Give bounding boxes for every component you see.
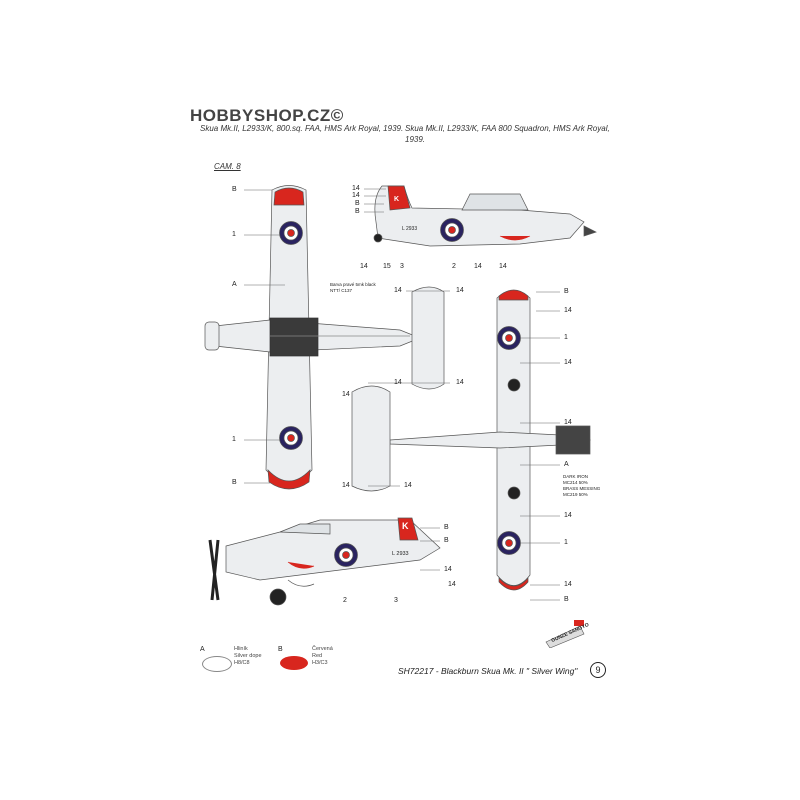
callout-14-3q: 14 (444, 566, 452, 573)
caption-right-line2: 1939. (405, 135, 426, 144)
legend-A-swatch (202, 656, 232, 672)
callout-1-bottom-a: 1 (564, 334, 568, 341)
code-letter-K-3q: K (402, 521, 409, 531)
callout-14-tail-e: 14 (342, 391, 350, 398)
dark-iron-line3: BRASS MESSING (563, 486, 601, 491)
callout-14-tail-a: 14 (394, 287, 402, 294)
callout-1-top-lower: 1 (232, 436, 236, 443)
legend-A-code: A (200, 646, 205, 653)
gunze-sangyo-logo: GUNZE SANGYO (544, 618, 590, 649)
callout-A-top: A (232, 281, 237, 288)
callout-3-side: 3 (400, 263, 404, 270)
callout-14-side-c: 14 (360, 263, 368, 270)
dark-iron-line4: MC219 50% (563, 492, 588, 497)
walkway-note-line2: NTT/ C137 (330, 288, 353, 293)
callout-B-top: B (232, 186, 237, 193)
caption-left: Skua Mk.II, L2933/K, 800.sq. FAA, HMS Ar… (200, 124, 404, 133)
legend-B-text: Červená Red H3/C3 (312, 646, 333, 667)
callout-B-side-b: B (355, 208, 360, 215)
legend-B-line1: Červená (312, 646, 333, 652)
callout-14-bottom-c: 14 (564, 419, 572, 426)
cam-label: CAM. 8 (214, 162, 241, 171)
legend-B-code: B (278, 646, 283, 653)
callout-14-tail-d: 14 (456, 379, 464, 386)
callout-2-side: 2 (452, 263, 456, 270)
callout-14-bottom-b: 14 (564, 359, 572, 366)
callout-14-side-e: 14 (499, 263, 507, 270)
callout-B-side-a: B (355, 200, 360, 207)
dark-iron-note: DARK IRON MC214 50% BRASS MESSING MC219 … (563, 474, 600, 498)
footer-title: SH72217 - Blackburn Skua Mk. II " Silver… (398, 666, 578, 676)
legend-A-line1: Hliník (234, 646, 248, 652)
callout-14-side-d: 14 (474, 263, 482, 270)
top-view (204, 185, 445, 490)
callout-14-bottom-a: 14 (564, 307, 572, 314)
walkway-note-line1: Barva pravé 5mk black (330, 282, 376, 287)
page-number: 9 (590, 662, 606, 678)
callout-3-3q: 3 (394, 597, 398, 604)
callout-14-bottom-e: 14 (448, 581, 456, 588)
callout-1-top: 1 (232, 231, 236, 238)
walkway-note: Barva pravé 5mk black NTT/ C137 (330, 282, 376, 294)
callout-14-side-b: 14 (352, 192, 360, 199)
callout-14-tail-g: 14 (404, 482, 412, 489)
legend-B-swatch (280, 656, 308, 670)
callout-14-tail-b: 14 (456, 287, 464, 294)
watermark: HOBBYSHOP.CZ© (190, 106, 344, 125)
legend-A-line3: H8/C8 (234, 660, 250, 666)
callout-B-bottom-a: B (564, 288, 569, 295)
callout-14-tail-f: 14 (342, 482, 350, 489)
callout-B-bottom-b: B (564, 596, 569, 603)
callout-B-3q-b: B (444, 537, 449, 544)
code-letter-K-side: K (394, 196, 400, 203)
callout-B-top-lower: B (232, 479, 237, 486)
callout-14-side-a: 14 (352, 185, 360, 192)
legend-B-line3: H3/C3 (312, 660, 328, 666)
three-quarter-view (208, 517, 441, 606)
serial-side: L 2933 (402, 226, 418, 232)
callout-14-bottom-f: 14 (564, 581, 572, 588)
serial-3q: L 2933 (392, 551, 409, 557)
callout-1-bottom-b: 1 (564, 539, 568, 546)
legend-A-line2: Silver dope (234, 653, 262, 659)
legend-B-line2: Red (312, 653, 323, 659)
dark-iron-line1: DARK IRON (563, 474, 589, 479)
callout-B-3q-a: B (444, 524, 449, 531)
callout-15-side: 15 (383, 263, 391, 270)
callout-A-bottom: A (564, 461, 569, 468)
caption-right-line1: Skua Mk.II, L2933/K, FAA 800 Squadron, H… (405, 124, 610, 133)
callout-14-tail-c: 14 (394, 379, 402, 386)
callout-14-bottom-d: 14 (564, 512, 572, 519)
legend-A-text: Hliník Silver dope H8/C8 (234, 646, 262, 667)
side-view (373, 185, 597, 247)
bottom-view (351, 289, 591, 591)
callout-2-3q: 2 (343, 597, 347, 604)
dark-iron-line2: MC214 50% (563, 480, 588, 485)
